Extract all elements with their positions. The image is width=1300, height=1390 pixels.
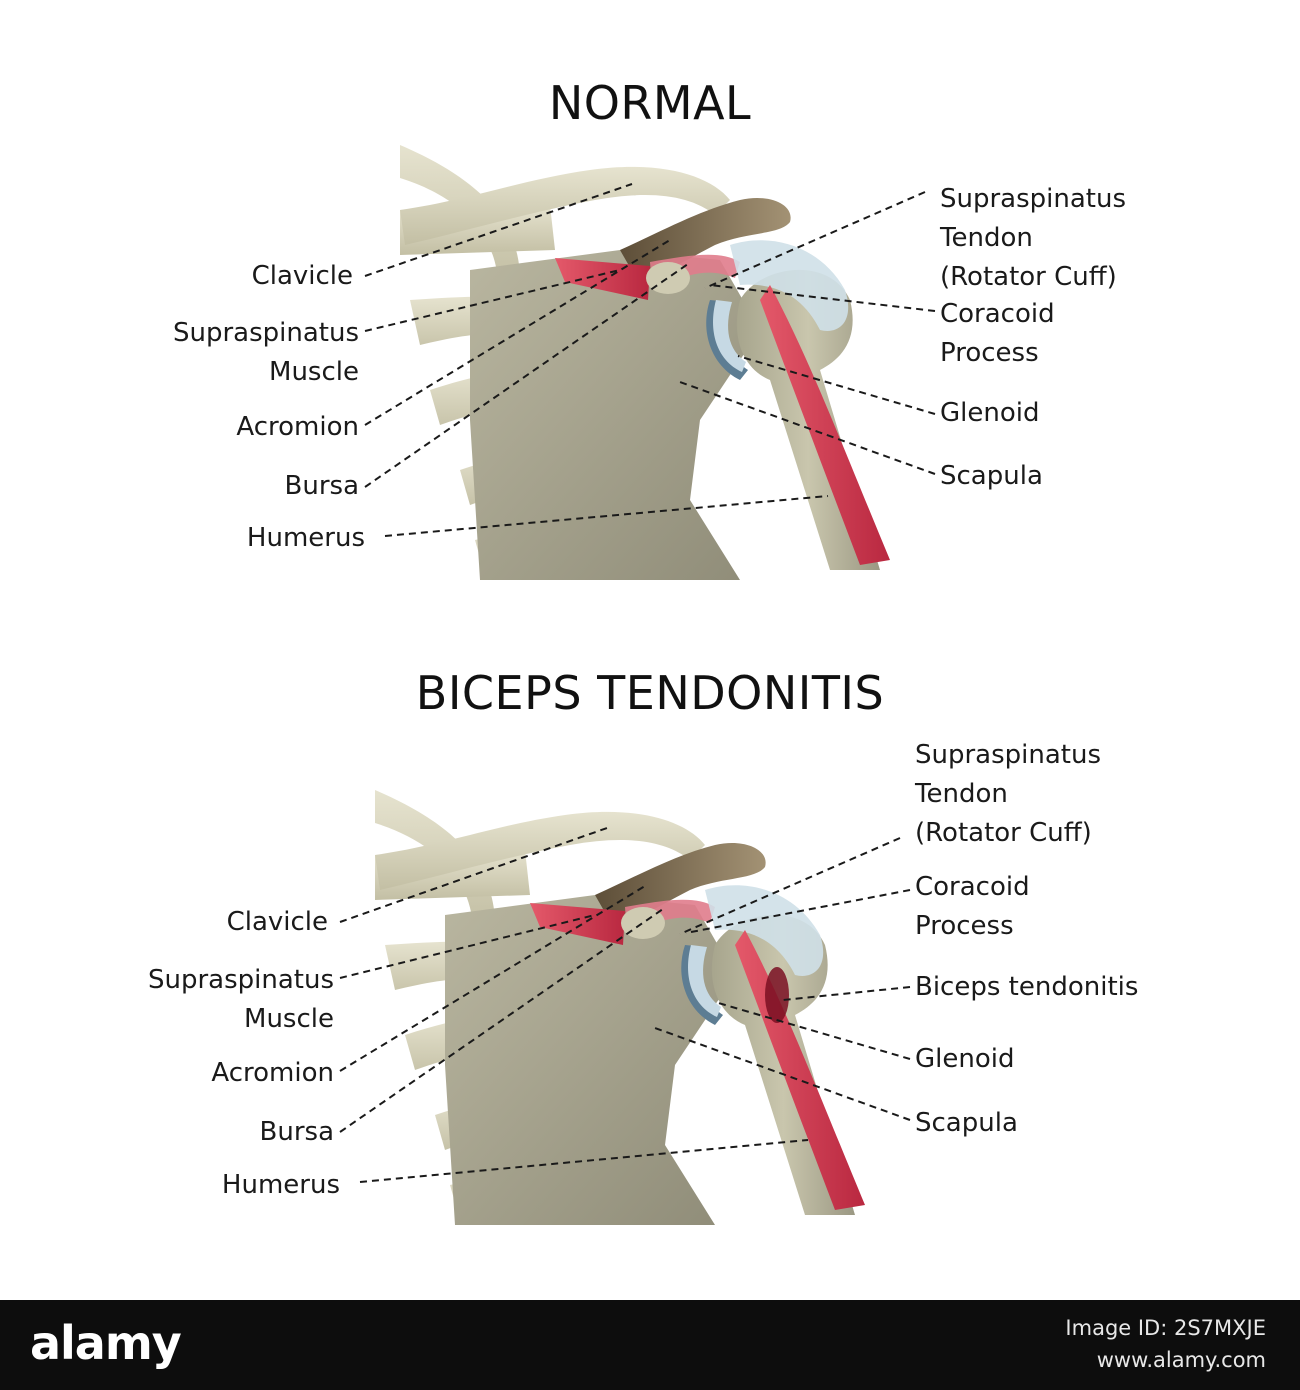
panel-title: BICEPS TENDONITIS bbox=[415, 666, 885, 720]
label-acromion: Acromion bbox=[211, 1058, 334, 1088]
label-coracoid-process: Coracoid Process bbox=[915, 872, 1030, 941]
label-clavicle: Clavicle bbox=[251, 261, 353, 291]
label-humerus: Humerus bbox=[246, 523, 365, 553]
alamy-logo: alamy bbox=[30, 1316, 182, 1370]
clavicle-shape bbox=[400, 166, 730, 245]
brand-text: alamy bbox=[30, 1316, 182, 1370]
label-glenoid: Glenoid bbox=[940, 398, 1040, 428]
label-glenoid: Glenoid bbox=[915, 1044, 1015, 1074]
scapula-shape bbox=[445, 895, 735, 1225]
label-scapula: Scapula bbox=[915, 1108, 1018, 1138]
image-id: Image ID: 2S7MXJE bbox=[1065, 1316, 1266, 1340]
label-supraspinatus-muscle: Supraspinatus Muscle bbox=[147, 965, 334, 1034]
leader-lines bbox=[364, 183, 936, 537]
label-acromion: Acromion bbox=[236, 412, 359, 442]
humerus-group bbox=[681, 885, 865, 1215]
stock-footer-bar: alamy Image ID: 2S7MXJE www.alamy.com bbox=[0, 1300, 1300, 1390]
label-clavicle: Clavicle bbox=[226, 907, 328, 937]
label-bursa: Bursa bbox=[259, 1117, 334, 1147]
label-humerus: Humerus bbox=[221, 1170, 340, 1200]
shoulder-illustration bbox=[339, 790, 911, 1225]
site-url[interactable]: www.alamy.com bbox=[1096, 1348, 1266, 1372]
label-supraspinatus-tendon: Supraspinatus Tendon (Rotator Cuff) bbox=[940, 184, 1127, 292]
label-supraspinatus-tendon: Supraspinatus Tendon (Rotator Cuff) bbox=[915, 740, 1102, 848]
label-biceps-tendonitis: Biceps tendonitis bbox=[915, 972, 1139, 1002]
label-bursa: Bursa bbox=[284, 471, 359, 501]
clavicle-shape bbox=[375, 811, 705, 890]
leader-lines bbox=[339, 827, 911, 1183]
humerus-group bbox=[706, 240, 890, 570]
panel-normal: NORMAL bbox=[0, 0, 1300, 640]
inflammation-spot bbox=[765, 967, 789, 1023]
panel-biceps-tendonitis: BICEPS TENDONITIS bbox=[0, 650, 1300, 1290]
label-coracoid-process: Coracoid Process bbox=[940, 299, 1055, 368]
label-supraspinatus-muscle: Supraspinatus Muscle bbox=[172, 318, 359, 387]
label-scapula: Scapula bbox=[940, 461, 1043, 491]
shoulder-illustration bbox=[364, 145, 936, 580]
supraspinatus-muscle-shape bbox=[555, 258, 650, 300]
panel-title: NORMAL bbox=[548, 76, 752, 130]
scapula-shape bbox=[470, 250, 760, 580]
